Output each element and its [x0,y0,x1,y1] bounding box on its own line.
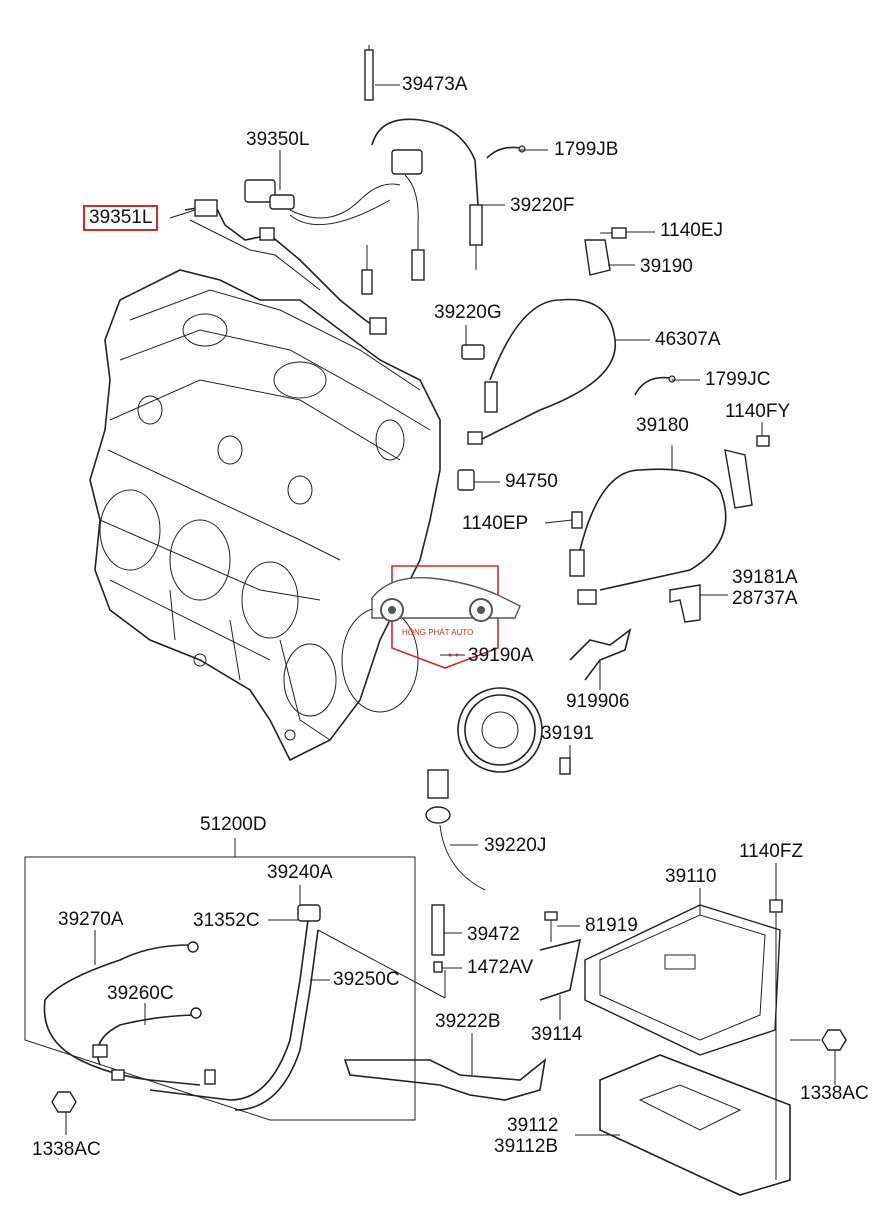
part-label-39112B[interactable]: 39112B [494,1136,559,1157]
part-label-1799JC[interactable]: 1799JC [705,369,771,390]
part-label-39472[interactable]: 39472 [467,924,520,945]
part-label-1140EP[interactable]: 1140EP [462,513,529,534]
part-label-1140FZ[interactable]: 1140FZ [739,841,804,862]
part-label-919906[interactable]: 919906 [566,691,630,712]
part-label-39180[interactable]: 39180 [636,415,689,436]
part-label-39220J[interactable]: 39220J [484,835,547,856]
part-label-31352C[interactable]: 31352C [193,910,260,931]
part-label-51200D[interactable]: 51200D [200,814,267,835]
watermark-text: HỒNG PHÁT AUTO [402,628,474,637]
part-label-46307A[interactable]: 46307A [655,329,721,350]
part-label-28737A[interactable]: 28737A [732,588,798,609]
part-label-39190A[interactable]: 39190A [468,645,534,666]
part-label-39191[interactable]: 39191 [541,723,594,744]
part-label-39220G[interactable]: 39220G [434,302,502,323]
part-label-1338AC-left[interactable]: 1338AC [32,1139,101,1160]
part-label-39351L-highlighted[interactable]: 39351L [83,205,159,231]
part-label-39220F[interactable]: 39220F [510,195,575,216]
hose-group-box [24,838,416,1135]
part-label-39222B[interactable]: 39222B [435,1011,501,1032]
sensor-harness-top [184,45,770,891]
part-label-1799JB[interactable]: 1799JB [554,139,619,160]
part-label-94750[interactable]: 94750 [505,471,558,492]
ecu-and-brackets [343,899,847,1196]
leader-lines [94,84,836,1136]
part-label-39240A[interactable]: 39240A [267,862,333,883]
part-label-1472AV[interactable]: 1472AV [467,957,534,978]
part-label-39114[interactable]: 39114 [531,1024,583,1045]
part-label-39260C[interactable]: 39260C [107,983,174,1004]
part-label-39350L[interactable]: 39350L [246,129,310,150]
part-label-39181A[interactable]: 39181A [732,567,798,588]
part-label-39190[interactable]: 39190 [640,256,693,277]
part-label-1140EJ[interactable]: 1140EJ [660,220,724,241]
part-label-1140FY[interactable]: 1140FY [725,401,791,422]
part-label-39110[interactable]: 39110 [665,866,717,887]
watermark-logo [371,565,521,669]
part-label-39112[interactable]: 39112 [507,1115,559,1136]
part-label-39473A[interactable]: 39473A [402,74,468,95]
part-label-39270A[interactable]: 39270A [58,909,124,930]
part-label-81919[interactable]: 81919 [585,915,638,936]
part-label-1338AC-right[interactable]: 1338AC [800,1083,869,1104]
part-label-39250C[interactable]: 39250C [333,969,400,990]
engine-block [89,269,441,762]
